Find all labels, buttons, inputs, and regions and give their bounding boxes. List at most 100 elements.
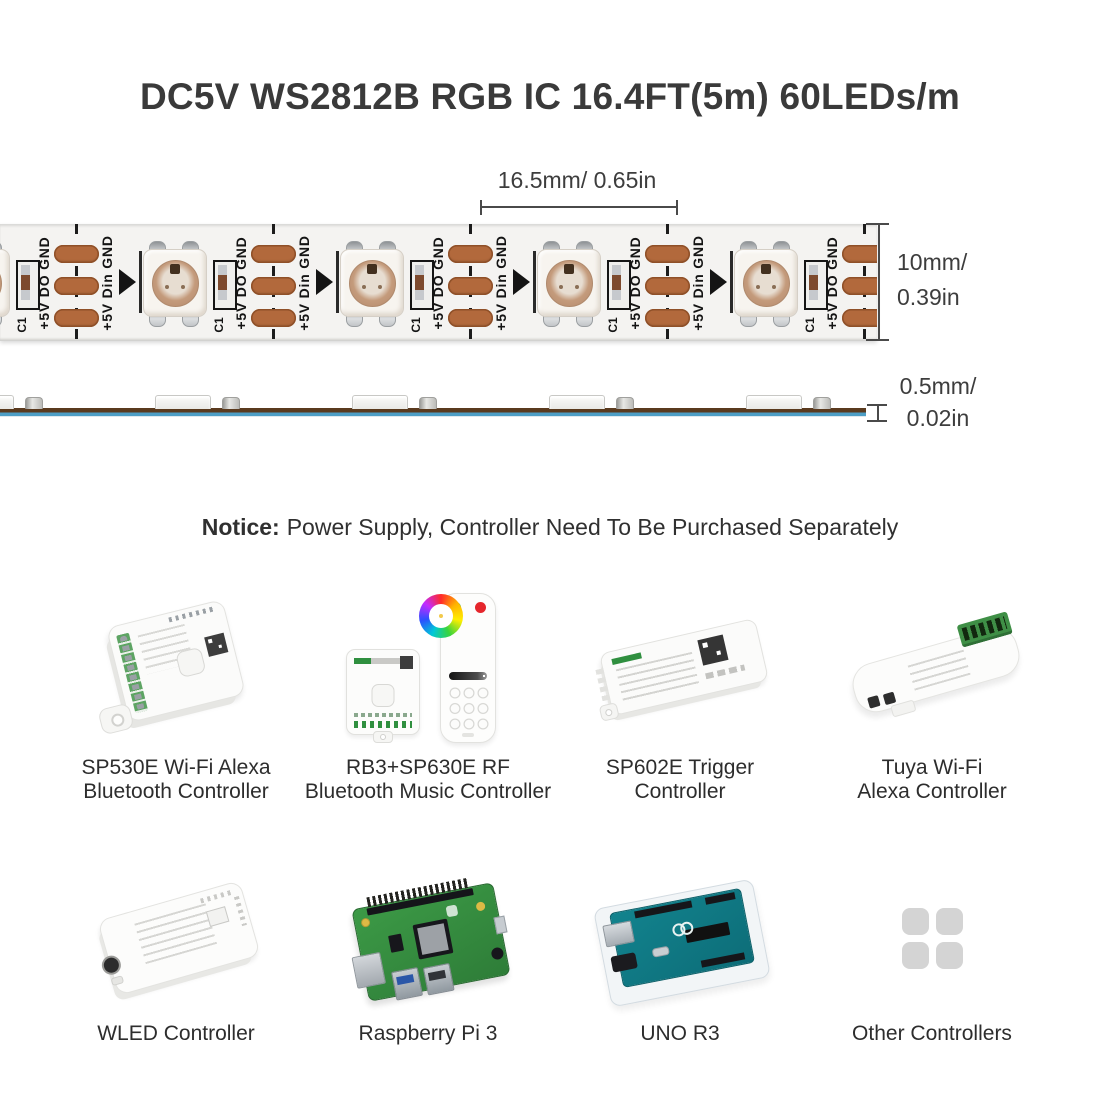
led-emitter-ring [743, 260, 790, 307]
c1-silkscreen-label: C1 [10, 308, 34, 341]
led-pitch-dimension-line [480, 200, 678, 215]
placeholder-square [901, 941, 929, 969]
led-strip-segment: C1 +5V DO GND +5V Din GND [0, 224, 143, 341]
usb-port-stack [422, 962, 455, 996]
ws2812b-led-chip [537, 241, 601, 327]
certification-marks [704, 664, 745, 680]
c1-label-text: C1 [606, 316, 620, 333]
strip-width-dimension-bracket [866, 223, 889, 341]
mounting-tab [373, 731, 393, 743]
c1-label-text: C1 [803, 316, 817, 333]
capacitor-c1 [804, 260, 828, 310]
controller-box [96, 879, 261, 996]
copper-pad [251, 277, 296, 295]
controller-box [594, 617, 769, 722]
copper-pad [448, 277, 493, 295]
rb3-remote [419, 593, 496, 743]
copper-pad [251, 309, 296, 327]
product-label: UNO R3 [640, 1022, 719, 1046]
usb-port-stack [391, 966, 424, 1001]
controllers-row-1: SP530E Wi-Fi Alexa Bluetooth Controller [50, 586, 1058, 803]
product-card-rb3-sp630e: RB3+SP630E RF Bluetooth Music Controller [302, 586, 554, 803]
product-label: WLED Controller [97, 1022, 255, 1046]
pad-labels-do: +5V DO GND [427, 224, 449, 341]
led-strip-segment: C1 +5V DO GND +5V Din GND [730, 224, 877, 341]
capacitor-body [809, 265, 818, 300]
pad-labels-din-text: +5V Din GND [493, 234, 509, 331]
mounting-holes [360, 916, 371, 928]
qr-code [204, 632, 229, 657]
led-strip-side-segment [352, 395, 549, 409]
c1-silkscreen-label: C1 [798, 308, 822, 341]
led-strip-side-segment [549, 395, 746, 409]
green-terminal-block [956, 611, 1013, 648]
led-strip-segment: C1 +5V DO GND +5V Din GND [533, 224, 734, 341]
acrylic-base [592, 877, 772, 1008]
pad-labels-do-text: +5V DO GND [824, 235, 840, 330]
raspberry-pi-image [339, 860, 517, 1016]
led-strip-side-segment [746, 395, 866, 409]
c1-label-text: C1 [212, 316, 226, 333]
uno-r3-image [589, 860, 772, 1016]
copper-pad [448, 309, 493, 327]
led-edge-print-line [139, 251, 142, 313]
copper-pad [645, 245, 690, 263]
qr-code [400, 656, 413, 669]
tuya-controller-image [835, 586, 1030, 752]
product-label-line: Alexa Controller [857, 779, 1007, 803]
led-bond-dot [575, 285, 579, 289]
led-strip-side-view [0, 395, 866, 417]
other-controllers-icon [901, 907, 963, 969]
strip-thickness-value-in: 0.02in [906, 405, 970, 431]
pad-labels-do-text: +5V DO GND [627, 235, 643, 330]
power-off-button [475, 602, 486, 613]
capacitor-body [612, 265, 621, 300]
pad-labels-do-text: +5V DO GND [233, 235, 249, 330]
led-edge-print-line [730, 251, 733, 313]
pi-circuit-board [351, 877, 511, 1002]
led-side-profile [746, 395, 802, 409]
pin-header [634, 899, 693, 918]
pad-labels-din-text: +5V Din GND [690, 234, 706, 331]
terminal-dots [233, 895, 247, 926]
strip-width-value-mm: 10mm/ [897, 249, 968, 275]
controller-button [175, 646, 207, 679]
led-bond-dot [362, 285, 366, 289]
led-side-profile [352, 395, 408, 409]
controllers-row-2: WLED Controller [50, 860, 1058, 1046]
output-ports [866, 695, 881, 709]
product-label: Raspberry Pi 3 [359, 1022, 498, 1046]
led-emitter-ring [0, 260, 2, 307]
led-emitter-ring [349, 260, 396, 307]
brightness-slider [449, 672, 487, 680]
led-edge-print-line [336, 251, 339, 313]
remote-key-grid [448, 686, 490, 733]
controller-bar [846, 611, 1025, 718]
pin-header [704, 891, 736, 905]
soc-chip [412, 918, 454, 960]
product-card-uno: UNO R3 [554, 860, 806, 1046]
led-package [734, 249, 798, 317]
capacitor-side-profile [616, 397, 634, 409]
capacitor-body [415, 265, 424, 300]
product-label: RB3+SP630E RF Bluetooth Music Controller [305, 756, 551, 803]
product-label-line: WLED Controller [97, 1022, 255, 1045]
strip-thickness-value-mm: 0.5mm/ [899, 373, 977, 399]
product-label-line: SP530E Wi-Fi Alexa [81, 756, 271, 779]
label-sticker [205, 905, 229, 927]
controller-box [105, 598, 247, 724]
led-side-profile [0, 395, 14, 409]
copper-pad [842, 277, 877, 295]
audio-jack [490, 946, 505, 961]
led-strip-track: C1 +5V DO GND +5V Din GND [0, 224, 877, 341]
usb-port [602, 919, 635, 947]
product-label-line: Other Controllers [852, 1022, 1012, 1045]
notice-label: Notice: [201, 514, 280, 540]
copper-pad [54, 245, 99, 263]
crystal-oscillator [651, 945, 670, 958]
terminal-bumps [594, 668, 611, 706]
placeholder-square [935, 941, 963, 969]
product-label-line: Controller [634, 779, 726, 803]
led-emitter-ring [546, 260, 593, 307]
led-driver-ic [367, 264, 377, 274]
